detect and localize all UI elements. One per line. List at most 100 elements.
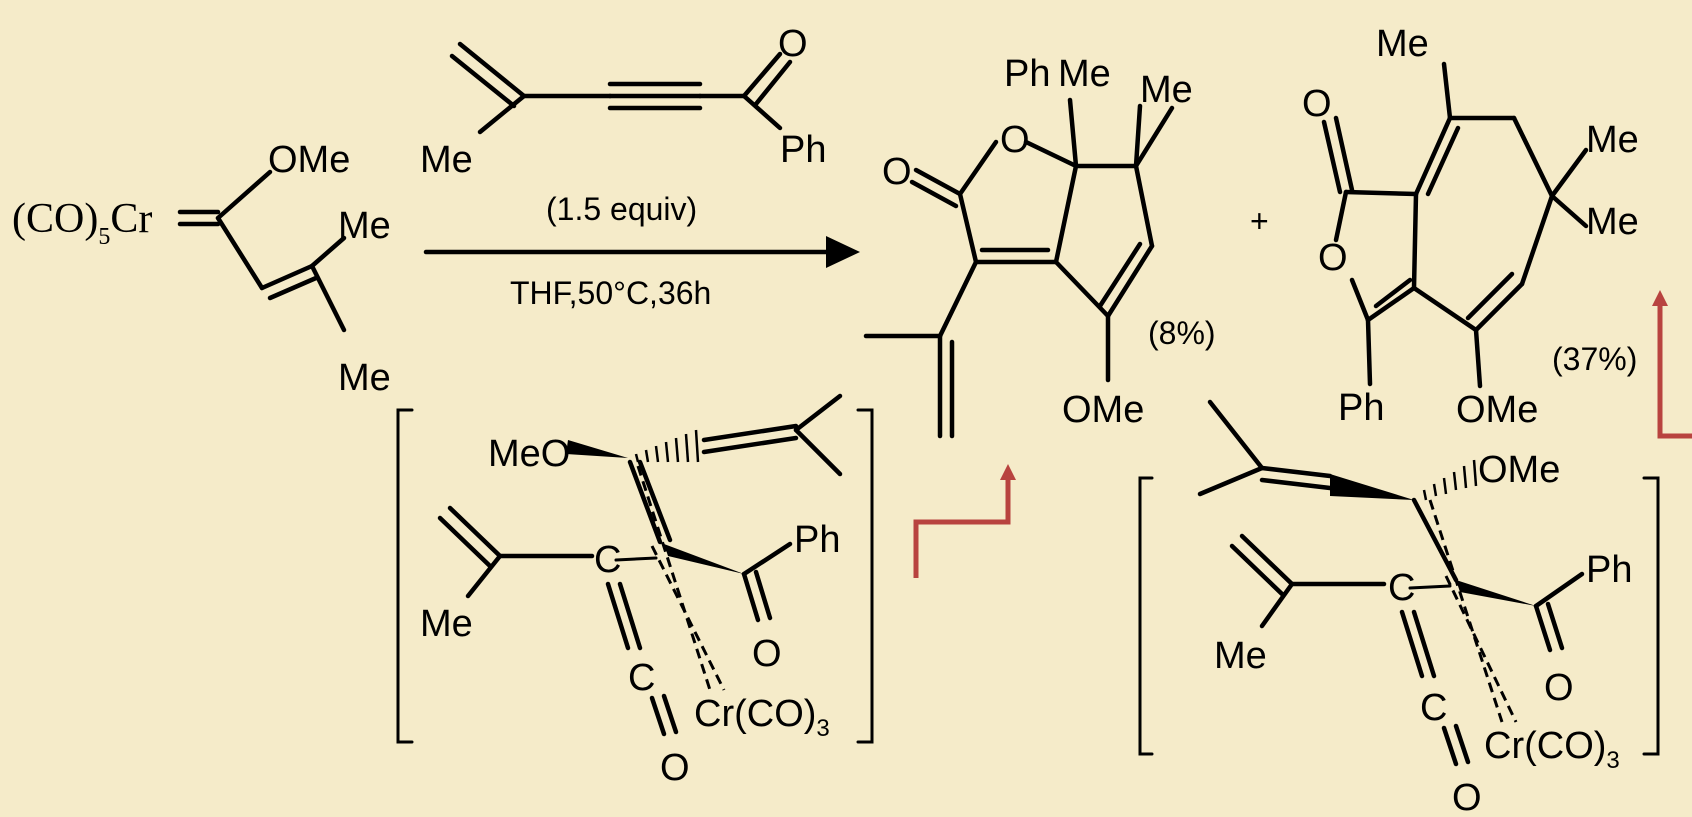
int2-dashed-coord-2 (1444, 575, 1518, 723)
int1-o-co-label: O (660, 747, 690, 789)
carbene-me2-label: Me (338, 357, 391, 399)
pathway-arrow-2-path (1657, 306, 1692, 439)
int1-bracket-right (856, 408, 874, 744)
p1-o-carbonyl-label: O (882, 151, 912, 193)
p2-c7a-cme-inner (1425, 125, 1461, 197)
int1-vinyl-a (447, 505, 503, 559)
product-1-bicyclic-lactone: O O Ph Me Me OMe (8%) (863, 53, 1216, 439)
int1-c2-o-a (649, 695, 667, 737)
int2-ketone-wedge (1456, 580, 1536, 606)
int1-c1-hash (614, 556, 658, 562)
p2-c-c7a (1343, 189, 1419, 197)
pathway-arrow-1-path (913, 478, 1011, 578)
product-2-fused-lactone: O O Me Me Me Ph OMe (37%) (1302, 23, 1639, 431)
int2-me-down (1197, 465, 1265, 497)
int1-vinyl-b (437, 515, 493, 569)
alkene-c-c (259, 263, 315, 291)
int1-co-ph (741, 541, 793, 577)
int2-c2-label: C (1420, 687, 1447, 729)
p1-c3-isopropenyl (937, 259, 979, 339)
int2-c-c (1411, 497, 1459, 583)
int1-dashed-coord-1 (636, 465, 712, 691)
int2-ph-label: Ph (1586, 549, 1632, 591)
p2-o-ring-label: O (1318, 237, 1348, 279)
p1-o-ring-label: O (1000, 119, 1030, 161)
p1-yield: (8%) (1148, 315, 1216, 351)
int2-dashed-coord-1 (1428, 499, 1504, 723)
int1-me-up (793, 393, 843, 433)
vinyl-ch2-b (449, 53, 517, 109)
p1-c-c3 (957, 191, 979, 265)
intermediate-2: OMe Ph O Me C C O Cr(CO)3 (1138, 399, 1660, 817)
int2-c1-c2-b (1411, 609, 1437, 679)
int1-alkene-a (701, 423, 799, 443)
int2-c1-c2-a (1399, 609, 1425, 679)
int1-ketone-wedge (664, 544, 744, 574)
p1-com-c3a (1053, 259, 1111, 319)
p1-ch-com (1105, 243, 1155, 319)
int2-o-co-label: O (1452, 777, 1482, 817)
condition-equiv: (1.5 equiv) (546, 191, 697, 227)
p2-cme2-ch (1519, 193, 1555, 287)
int2-c1-hash (1408, 584, 1452, 590)
enyne-o-label: O (778, 23, 808, 65)
int2-alkene-b (1259, 477, 1333, 491)
co-double-a (741, 51, 783, 99)
int1-c1-c2-a (605, 581, 631, 651)
p2-c-o-exo-b (1321, 119, 1343, 195)
int1-ph-label: Ph (794, 519, 840, 561)
condition-solvent: THF,50°C,36h (510, 275, 711, 311)
p2-yield: (37%) (1552, 341, 1637, 377)
int1-me-label: Me (420, 603, 473, 645)
p2-c-ome (1473, 327, 1483, 389)
p1-ph-label: Ph (1004, 53, 1050, 95)
pathway-arrow-2-head (1652, 290, 1668, 306)
int2-co-b (1545, 601, 1565, 651)
carbene-ome-label: OMe (268, 139, 350, 181)
int1-c-c-a (627, 459, 663, 545)
int1-meo-wedge (566, 440, 628, 458)
int1-c-c-b (637, 459, 673, 543)
p2-c3-c3a (1365, 285, 1417, 323)
p1-cq-ph (1067, 97, 1079, 169)
p2-ch2-cme2 (1511, 115, 1555, 199)
p1-c3a-cq (1053, 163, 1079, 265)
p2-me1-label: Me (1586, 119, 1639, 161)
int2-vinyl-a (1239, 533, 1295, 587)
p2-ch-com (1473, 281, 1525, 333)
pathway-arrow-1-head (1000, 464, 1016, 480)
p2-c7a-cme (1413, 115, 1453, 197)
int2-co-ph (1533, 571, 1585, 609)
int2-alkene-wedge (1330, 474, 1414, 500)
vinyl-ch2-a (457, 41, 527, 99)
int1-me-down (793, 427, 843, 477)
p1-ome-label: OMe (1062, 389, 1144, 431)
int1-o-ketone-label: O (752, 633, 782, 675)
p1-cme2-me2 (1133, 105, 1175, 169)
enyne-ph-label: Ph (780, 129, 826, 171)
p2-ome-label: OMe (1456, 389, 1538, 431)
p1-me1-label: Me (1058, 53, 1111, 95)
c-ome-bond (215, 169, 273, 221)
int2-o-ketone-label: O (1544, 667, 1574, 709)
int2-alkene-a (1259, 465, 1333, 479)
p1-me2-label: Me (1140, 69, 1193, 111)
p1-c-oring (957, 139, 999, 197)
int1-co-b (753, 569, 773, 621)
intermediate-1: MeO Ph O Me C C O (396, 393, 874, 789)
int2-c2-o-a (1441, 725, 1459, 767)
p1-c-o-exo-b (909, 179, 959, 209)
int1-dashed-coord-2 (650, 545, 726, 691)
enyne-ketone-reagent: Me O Ph (420, 23, 826, 181)
p2-cme2-me2 (1549, 193, 1589, 229)
p2-c-o-exo-a (1333, 115, 1355, 193)
starting-carbene-complex: (CO)5Cr OMe Me Me (12, 139, 391, 399)
p2-com-c3a (1411, 285, 1479, 333)
p2-c3-c3a-inner (1373, 277, 1413, 309)
enyne-me-label: Me (420, 139, 473, 181)
starting-complex-label: (CO)5Cr (12, 196, 152, 250)
int1-c1-c2-b (617, 581, 643, 651)
